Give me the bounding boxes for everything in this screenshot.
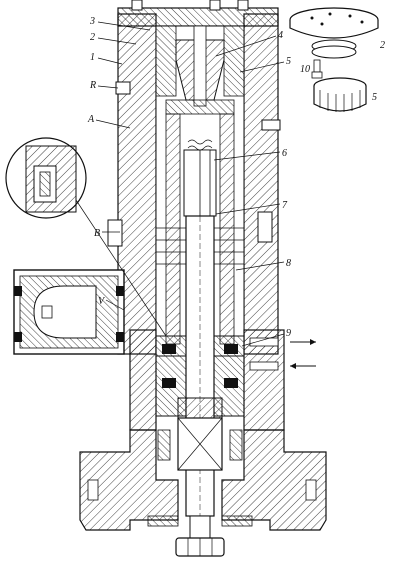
central-shaft <box>185 215 215 517</box>
side-bolts <box>107 81 281 247</box>
label-6: 6 <box>282 148 287 159</box>
base-flange <box>79 429 327 531</box>
leader-lines <box>95 21 285 347</box>
label-10: 10 <box>300 64 310 75</box>
bottom-nut <box>175 515 225 557</box>
detail-inset <box>5 137 167 337</box>
side-housing-v <box>13 269 125 355</box>
label-5-exploded: 5 <box>372 92 377 103</box>
seal-section <box>129 329 316 431</box>
exploded-parts <box>289 7 379 112</box>
label-7: 7 <box>282 200 288 211</box>
label-4: 4 <box>278 30 283 41</box>
part-labels: 3 2 1 R A 4 5 10 2 5 6 7 B 8 V 9 <box>87 16 385 339</box>
label-5: 5 <box>286 56 291 67</box>
label-r: R <box>89 80 96 91</box>
label-b: B <box>94 228 100 239</box>
label-9: 9 <box>286 328 291 339</box>
label-1: 1 <box>90 52 95 63</box>
label-a: A <box>87 114 95 125</box>
bearing-block <box>157 417 243 471</box>
label-2-exploded: 2 <box>380 40 385 51</box>
label-3: 3 <box>89 16 95 27</box>
label-8: 8 <box>286 258 291 269</box>
label-2: 2 <box>90 32 95 43</box>
inner-sleeve <box>156 113 244 345</box>
label-v: V <box>98 296 106 307</box>
